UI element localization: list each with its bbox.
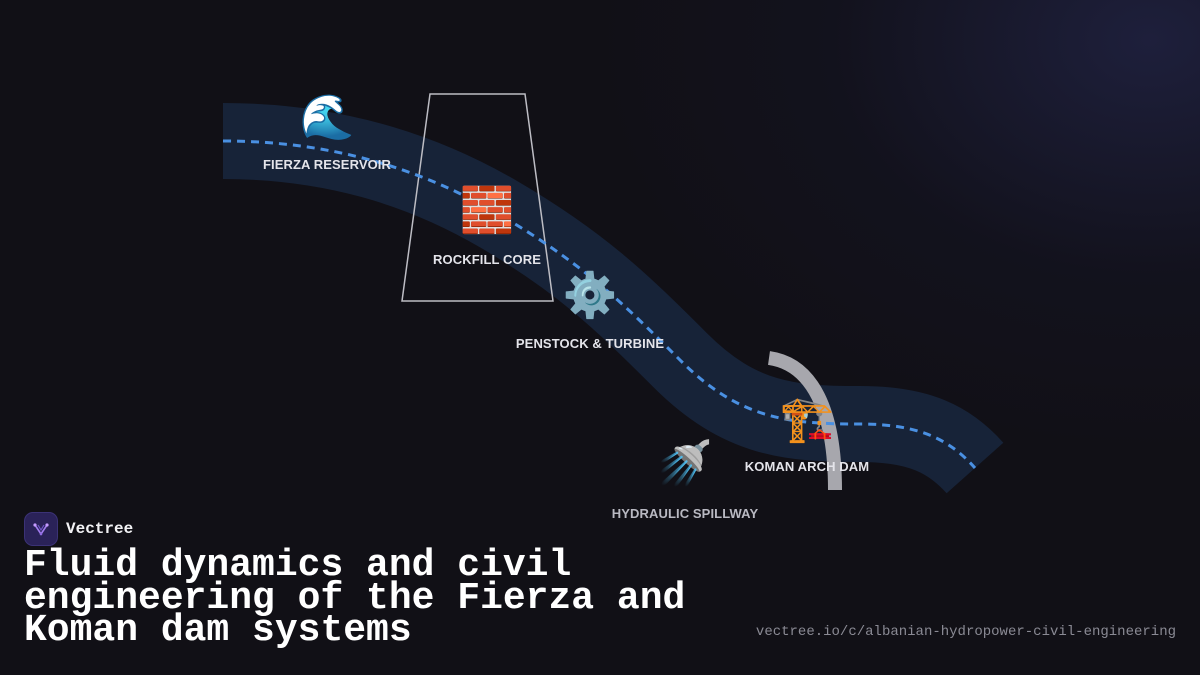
brand: Vectree	[24, 512, 133, 546]
node-label-penstock: PENSTOCK & TURBINE	[515, 336, 665, 351]
wave-icon: 🌊	[299, 92, 355, 143]
source-url[interactable]: vectree.io/c/albanian-hydropower-civil-e…	[755, 624, 1176, 640]
brand-name: Vectree	[66, 520, 134, 538]
node-label-spillway: HYDRAULIC SPILLWAY	[611, 506, 759, 521]
brick-icon: 🧱	[459, 185, 515, 236]
flow-path	[222, 139, 977, 469]
node-label-arch: KOMAN ARCH DAM	[744, 459, 870, 474]
node-label-core: ROCKFILL CORE	[433, 252, 541, 267]
gear-icon: ⚙️	[562, 270, 618, 321]
vectree-logo-icon	[24, 512, 58, 546]
arch-dam-shape	[767, 351, 842, 491]
node-label-reservoir: FIERZA RESERVOIR	[262, 157, 392, 172]
crane-icon: 🏗️	[779, 394, 835, 445]
page-title: Fluid dynamics and civil engineering of …	[24, 544, 686, 652]
rockfill-dam-outline	[401, 93, 554, 302]
shower-icon: 🚿	[657, 438, 713, 489]
